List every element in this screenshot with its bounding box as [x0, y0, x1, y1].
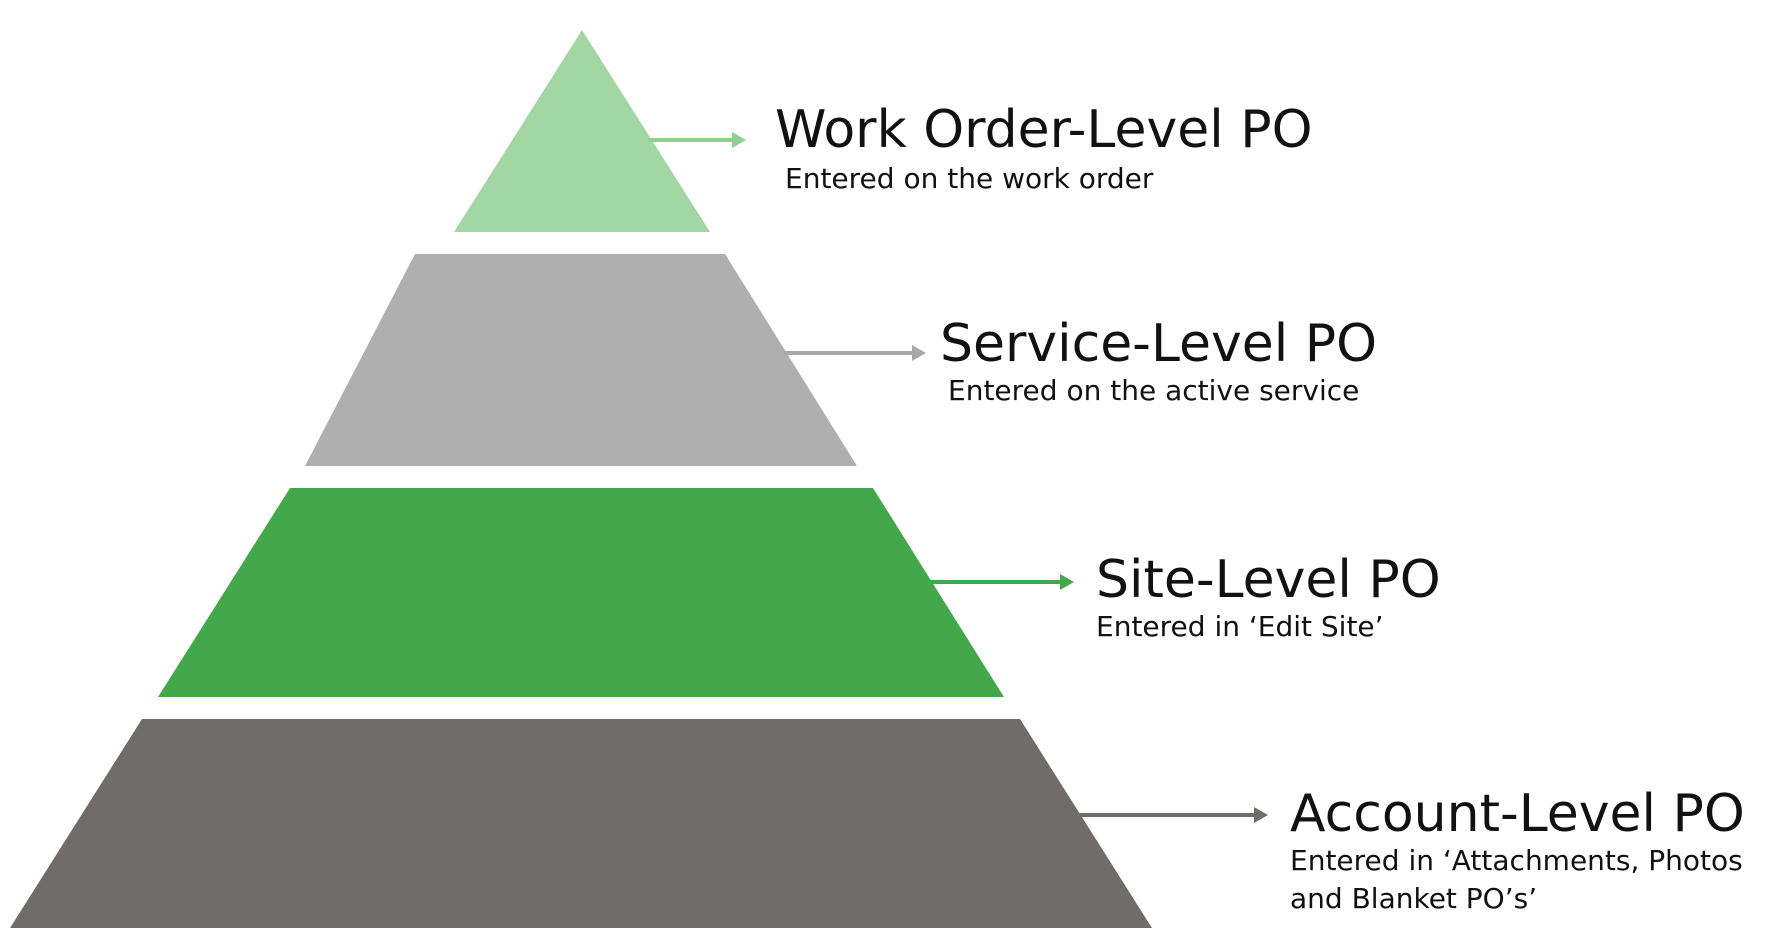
level-subtitle: Entered on the active service	[948, 374, 1360, 407]
pyramid-tier-work-order	[454, 30, 710, 232]
level-title: Site-Level PO	[1096, 550, 1441, 610]
level-subtitle: Entered in ‘Edit Site’	[1096, 610, 1384, 643]
label-service-level: Service-Level PO Entered on the active s…	[940, 314, 1377, 412]
level-subtitle-line-2: and Blanket PO’s’	[1290, 882, 1538, 915]
label-site-level: Site-Level PO Entered in ‘Edit Site’	[1096, 550, 1441, 648]
level-subtitle: Entered on the work order	[785, 162, 1154, 195]
arrow-service	[784, 345, 926, 361]
arrow-account	[1078, 807, 1268, 823]
pyramid-tier-service	[305, 254, 857, 466]
pyramid-tier-account	[10, 719, 1152, 928]
level-title: Work Order-Level PO	[775, 100, 1313, 160]
level-subtitle-line-1: Entered in ‘Attachments, Photos	[1290, 844, 1743, 877]
label-work-order-level: Work Order-Level PO Entered on the work …	[775, 100, 1313, 200]
arrow-site	[930, 574, 1074, 590]
pyramid-tier-site	[158, 488, 1004, 697]
level-title: Account-Level PO	[1290, 784, 1745, 844]
label-account-level: Account-Level PO Entered in ‘Attachments…	[1290, 784, 1745, 920]
arrow-work-order	[648, 132, 746, 148]
level-title: Service-Level PO	[940, 314, 1378, 374]
